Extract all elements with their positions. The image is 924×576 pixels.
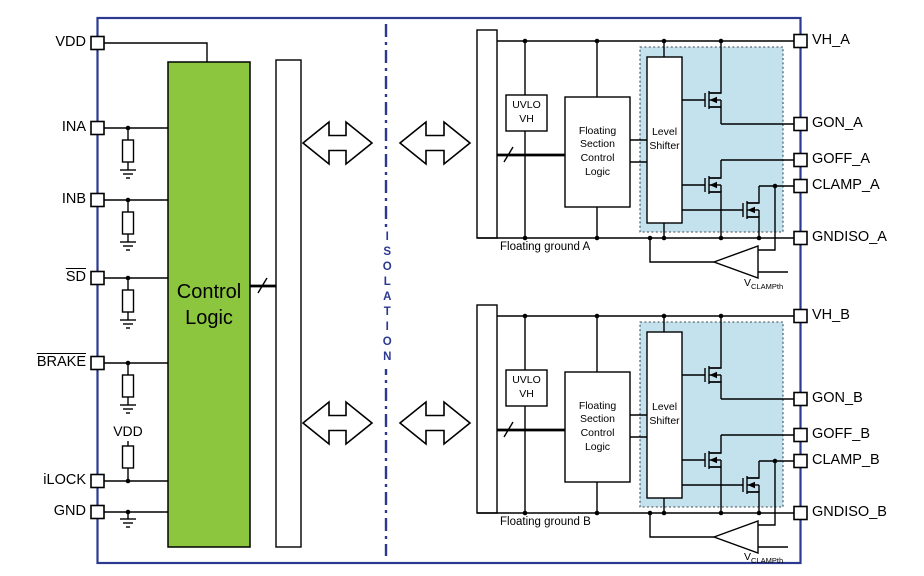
pin-label-goff-b: GOFF_B bbox=[812, 426, 871, 442]
pullup-resistor-icon bbox=[121, 441, 135, 481]
pin-ina bbox=[90, 120, 105, 136]
floating-section-label-b: Floating Section Control Logic bbox=[578, 399, 617, 453]
pin-sd bbox=[90, 270, 105, 286]
pin-vh-b bbox=[793, 308, 808, 324]
chip-boundary bbox=[96, 16, 802, 565]
pin-label-ilock: iLOCK bbox=[43, 472, 86, 488]
left-pin-wires bbox=[104, 42, 208, 528]
pin-label-gndiso-a: GNDISO_A bbox=[812, 229, 887, 245]
pin-label-goff-a: GOFF_A bbox=[812, 151, 871, 167]
interface-block bbox=[275, 59, 302, 548]
pin-brake bbox=[90, 355, 105, 371]
pin-clamp-a bbox=[793, 178, 808, 194]
pin-label-gon-a: GON_A bbox=[812, 115, 863, 131]
bidirectional-arrow-icon bbox=[301, 400, 374, 446]
pin-inb bbox=[90, 192, 105, 208]
uvlo-block bbox=[505, 94, 548, 132]
pin-label-clamp-b: CLAMP_B bbox=[812, 452, 880, 468]
pin-label-gon-b: GON_B bbox=[812, 390, 863, 406]
pin-vh-a bbox=[793, 33, 808, 49]
pin-clamp-b bbox=[793, 453, 808, 469]
floating-section-block bbox=[564, 96, 631, 208]
pin-label-vdd: VDD bbox=[55, 34, 86, 50]
floating-section-label-a: Floating Section Control Logic bbox=[578, 124, 617, 178]
uvlo-label-b: UVLO VH bbox=[512, 374, 541, 400]
pin-label-sd: SD bbox=[65, 269, 86, 285]
bus-slash-icon bbox=[503, 146, 514, 163]
pin-label-gnd: GND bbox=[53, 503, 86, 519]
isolation-label: ISOLATION bbox=[379, 228, 395, 369]
internal-vdd-label: VDD bbox=[113, 423, 143, 439]
vclampth-main-a: V bbox=[744, 277, 752, 289]
pin-label-vh-a: VH_A bbox=[812, 32, 850, 48]
pin-gon-b bbox=[793, 391, 808, 407]
level-shifter-label-b: Level Shifter bbox=[649, 401, 680, 427]
pin-gnd bbox=[90, 504, 105, 520]
control-logic-label: Control Logic bbox=[176, 280, 242, 329]
pin-vdd bbox=[90, 35, 105, 51]
vclampth-label-b: VCLAMPth bbox=[744, 551, 783, 565]
floating-ground-b-label: Floating ground B bbox=[500, 516, 591, 528]
comparator-icon bbox=[711, 245, 759, 279]
pin-label-gndiso-b: GNDISO_B bbox=[812, 504, 887, 520]
pin-label-vh-b: VH_B bbox=[812, 307, 850, 323]
vclampth-sub-b: CLAMPth bbox=[751, 556, 784, 566]
pin-goff-a bbox=[793, 152, 808, 168]
vclampth-label-a: VCLAMPth bbox=[744, 277, 783, 291]
pin-label-inb: INB bbox=[61, 191, 86, 207]
control-logic-block bbox=[167, 61, 251, 548]
pin-goff-b bbox=[793, 427, 808, 443]
vclampth-main-b: V bbox=[744, 551, 752, 563]
level-shifter-label-a: Level Shifter bbox=[649, 126, 680, 152]
pin-gndiso-b bbox=[793, 505, 808, 521]
pin-label-clamp-a: CLAMP_A bbox=[812, 177, 880, 193]
channel-input-block bbox=[476, 29, 498, 239]
bidirectional-arrow-icon bbox=[398, 400, 472, 446]
uvlo-label-a: UVLO VH bbox=[512, 99, 541, 125]
pin-gndiso-a bbox=[793, 230, 808, 246]
bus-slash-icon bbox=[257, 277, 268, 294]
floating-channel-a bbox=[476, 29, 794, 279]
pin-gon-a bbox=[793, 116, 808, 132]
floating-ground-a-label: Floating ground A bbox=[500, 241, 591, 253]
pin-label-brake: BRAKE bbox=[36, 354, 86, 370]
bidirectional-arrow-icon bbox=[301, 120, 374, 166]
vclampth-sub-a: CLAMPth bbox=[751, 282, 784, 292]
bidirectional-arrow-icon bbox=[398, 120, 472, 166]
pin-label-ina: INA bbox=[61, 119, 86, 135]
control-bus bbox=[250, 277, 276, 294]
pin-ilock bbox=[90, 473, 105, 489]
